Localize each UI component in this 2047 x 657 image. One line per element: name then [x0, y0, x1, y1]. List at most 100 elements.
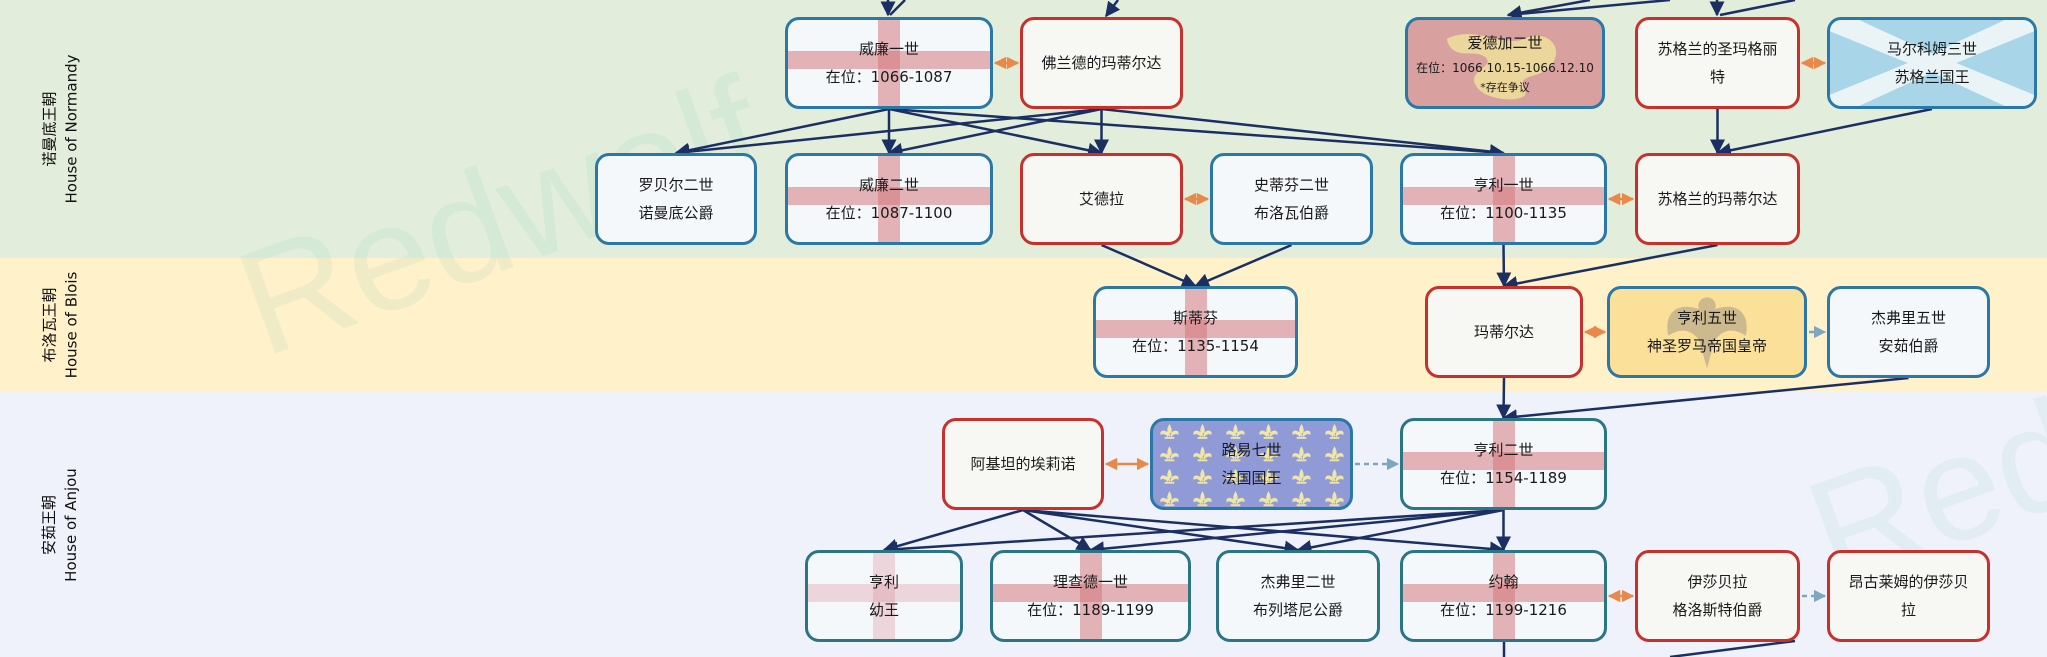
person-name: 艾德拉 — [1078, 190, 1124, 208]
person-detail: 特 — [1709, 68, 1725, 86]
descent-line — [1101, 243, 1197, 288]
descent-line — [674, 107, 890, 158]
person-node-matilda-flanders[interactable]: 佛兰德的玛蒂尔达 — [1020, 17, 1183, 109]
offscreen-descent-line — [889, 0, 906, 16]
person-name: 亨利 — [868, 573, 899, 591]
person-name: 罗贝尔二世 — [638, 176, 714, 194]
descent-line — [1194, 243, 1292, 288]
person-node-stephen2-blois[interactable]: 史蒂芬二世布洛瓦伯爵 — [1210, 153, 1373, 245]
descent-line — [1496, 244, 1512, 288]
person-node-john[interactable]: 约翰在位：1199-1216 — [1400, 550, 1607, 642]
st-george-cross-icon — [1403, 187, 1604, 205]
descent-line — [1502, 376, 1909, 425]
person-node-robert2[interactable]: 罗贝尔二世诺曼底公爵 — [595, 153, 757, 245]
offscreen-descent-line — [1507, 0, 1671, 17]
person-node-henry2[interactable]: 亨利二世在位：1154-1189 — [1400, 418, 1607, 510]
descent-line — [674, 107, 1102, 160]
saltire-icon — [1830, 20, 2034, 106]
person-name: 亨利二世 — [1473, 441, 1534, 459]
descent-line — [1022, 508, 1505, 557]
person-node-malcolm3[interactable]: 马尔科姆三世苏格兰国王 — [1827, 17, 2037, 109]
person-node-richard1[interactable]: 理查德一世在位：1189-1199 — [990, 550, 1191, 642]
person-name: 玛蒂尔达 — [1473, 323, 1534, 341]
person-name: 路易七世 — [1221, 441, 1282, 459]
person-node-louis7[interactable]: 路易七世法国国王 — [1150, 418, 1353, 510]
descent-line — [1089, 508, 1504, 557]
person-node-stephen[interactable]: 斯蒂芬在位：1135-1154 — [1093, 286, 1298, 378]
person-detail: 在位：1199-1216 — [1440, 601, 1567, 619]
person-name: 苏格兰的玛蒂尔达 — [1657, 190, 1778, 208]
person-node-adela[interactable]: 艾德拉 — [1020, 153, 1183, 245]
person-detail: 苏格兰国王 — [1894, 68, 1970, 86]
descent-line — [1022, 508, 1092, 552]
descent-line — [1296, 508, 1504, 555]
person-name: 阿基坦的埃莉诺 — [970, 455, 1076, 473]
person-name: 杰弗里五世 — [1870, 309, 1946, 327]
person-node-william1[interactable]: 威廉一世在位：1066-1087 — [785, 17, 993, 109]
person-name: 伊莎贝拉 — [1687, 573, 1748, 591]
st-george-cross-icon — [1403, 452, 1604, 470]
person-node-henry1[interactable]: 亨利一世在位：1100-1135 — [1400, 153, 1607, 245]
offscreen-descent-line — [1669, 639, 1796, 657]
offscreen-descent-line — [1105, 0, 1121, 18]
person-detail: 幼王 — [868, 601, 899, 619]
person-node-isabella-gloucester[interactable]: 伊莎贝拉格洛斯特伯爵 — [1635, 550, 1800, 642]
person-detail: 在位：1066.10.15-1066.12.10 — [1416, 61, 1594, 75]
st-george-cross-icon — [873, 553, 895, 639]
descent-line — [887, 107, 1102, 158]
person-name: 理查德一世 — [1052, 573, 1128, 591]
person-detail: 在位：1154-1189 — [1440, 469, 1567, 487]
st-george-cross-icon — [788, 51, 990, 69]
descent-line — [1022, 508, 1300, 556]
person-detail: 诺曼底公爵 — [638, 204, 714, 222]
descent-line — [882, 508, 1504, 557]
person-name: 史蒂芬二世 — [1253, 176, 1329, 194]
person-detail: 布列塔尼公爵 — [1252, 601, 1343, 619]
person-name: 苏格兰的圣玛格丽 — [1657, 40, 1778, 58]
person-name: 斯蒂芬 — [1172, 309, 1218, 327]
person-name: 佛兰德的玛蒂尔达 — [1041, 54, 1162, 72]
descent-line — [882, 508, 1024, 554]
descent-line — [1101, 107, 1505, 159]
person-detail: 在位：1189-1199 — [1027, 601, 1154, 619]
person-note: *存在争议 — [1480, 81, 1530, 94]
person-name: 昂古莱姆的伊莎贝 — [1848, 573, 1969, 591]
person-detail: 在位：1100-1135 — [1440, 204, 1567, 222]
person-node-isabella-angouleme[interactable]: 昂古莱姆的伊莎贝拉 — [1827, 550, 1990, 642]
person-node-henry5[interactable]: 亨利五世神圣罗马帝国皇帝 — [1607, 286, 1807, 378]
person-node-matilda-scotland[interactable]: 苏格兰的玛蒂尔达 — [1635, 153, 1800, 245]
offscreen-descent-line — [1719, 0, 1796, 17]
wyvern-icon — [1446, 34, 1557, 100]
person-node-geoffrey2[interactable]: 杰弗里二世布列塔尼公爵 — [1216, 550, 1380, 642]
descent-line — [1496, 377, 1512, 420]
person-node-william2[interactable]: 威廉二世在位：1087-1100 — [785, 153, 993, 245]
person-name: 亨利五世 — [1676, 309, 1737, 327]
st-george-cross-icon — [808, 584, 960, 602]
descent-line — [1716, 107, 1933, 158]
person-node-geoffrey5[interactable]: 杰弗里五世安茹伯爵 — [1827, 286, 1990, 378]
person-name: 威廉一世 — [858, 40, 919, 58]
person-detail: 布洛瓦伯爵 — [1253, 204, 1329, 222]
st-george-cross-icon — [788, 187, 990, 205]
st-george-cross-icon — [1096, 320, 1295, 338]
st-george-cross-icon — [1403, 584, 1604, 602]
person-detail: 格洛斯特伯爵 — [1672, 601, 1763, 619]
person-detail: 在位：1066-1087 — [825, 68, 953, 86]
person-node-st-margaret[interactable]: 苏格兰的圣玛格丽特 — [1635, 17, 1800, 109]
person-detail: 法国国王 — [1221, 469, 1282, 487]
imperial-eagle-icon — [1667, 297, 1747, 369]
person-node-empress-matilda[interactable]: 玛蒂尔达 — [1425, 286, 1583, 378]
person-node-edgar2[interactable]: 爱德加二世在位：1066.10.15-1066.12.10 *存在争议 — [1405, 17, 1605, 109]
person-name: 杰弗里二世 — [1260, 573, 1336, 591]
person-node-henry-young[interactable]: 亨利幼王 — [805, 550, 963, 642]
fleur-de-lis-pattern-icon — [1153, 421, 1350, 507]
person-name: 爱德加二世 — [1467, 34, 1543, 52]
person-name: 约翰 — [1488, 573, 1519, 591]
person-node-eleanor[interactable]: 阿基坦的埃莉诺 — [942, 418, 1104, 510]
person-name: 马尔科姆三世 — [1886, 40, 1977, 58]
st-george-cross-icon — [993, 584, 1188, 602]
person-detail: 拉 — [1900, 601, 1916, 619]
descent-line — [888, 107, 1505, 160]
person-detail: 神圣罗马帝国皇帝 — [1646, 337, 1767, 355]
